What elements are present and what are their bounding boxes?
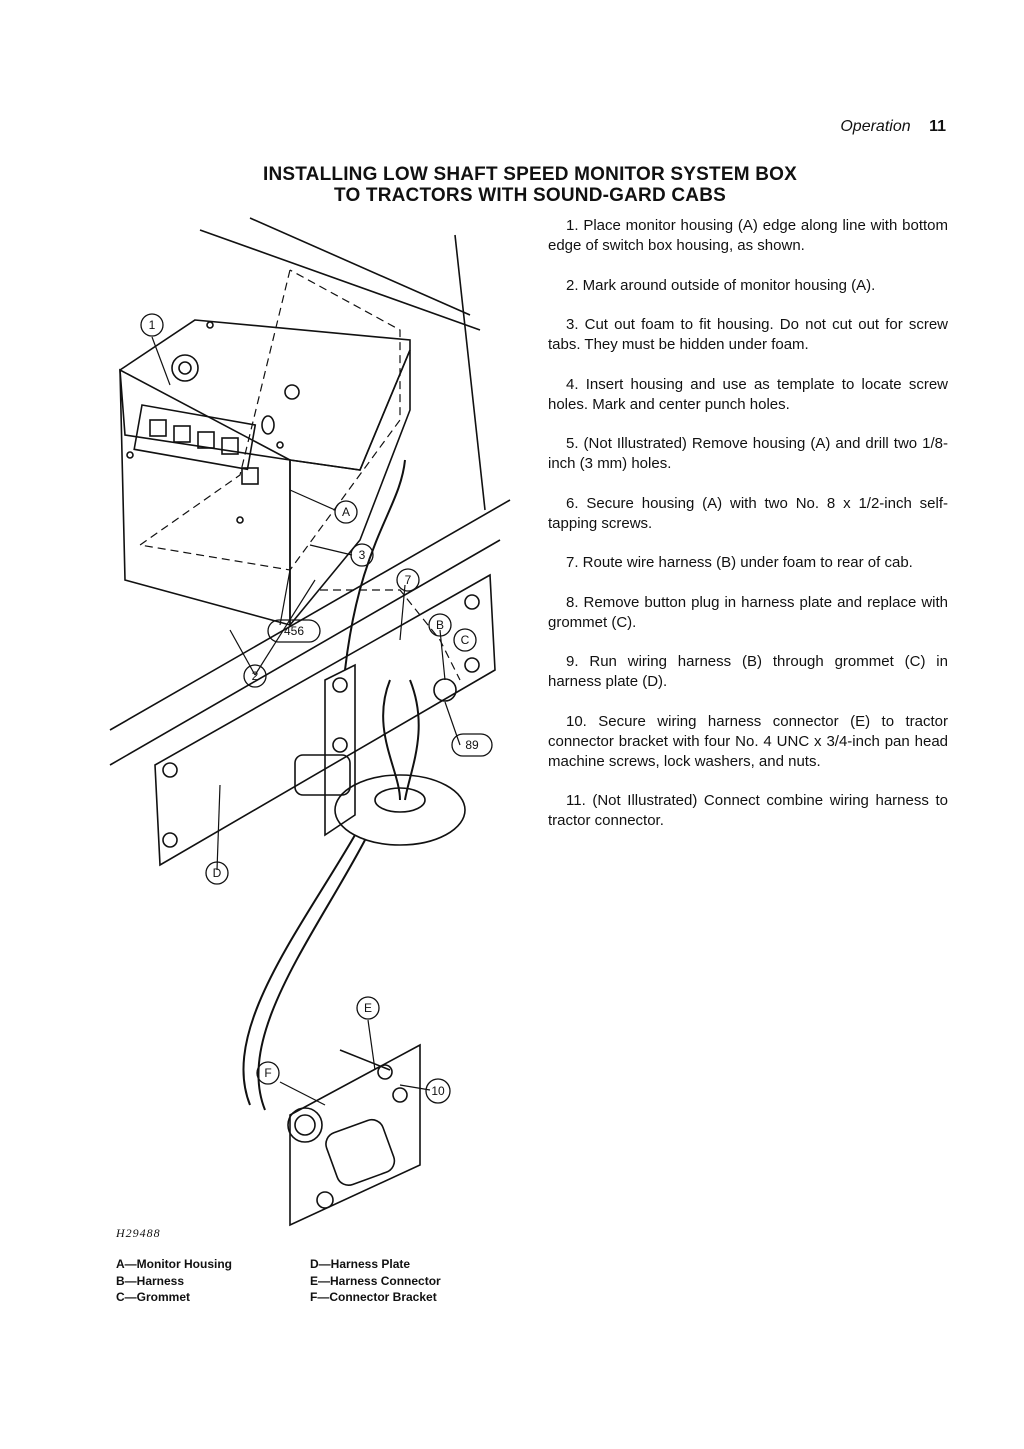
legend-item: F—Connector Bracket bbox=[310, 1290, 437, 1304]
legend-item: D—Harness Plate bbox=[310, 1257, 411, 1271]
legend-column-2: D—Harness Plate E—Harness Connector F—Co… bbox=[310, 1256, 441, 1306]
svg-text:2: 2 bbox=[252, 669, 259, 683]
leader-lines bbox=[151, 336, 461, 1106]
svg-text:D: D bbox=[213, 866, 222, 880]
svg-text:456: 456 bbox=[284, 624, 304, 638]
callout-A: A bbox=[334, 500, 358, 524]
wiring-harness bbox=[242, 459, 420, 1111]
callout-456: 456 bbox=[267, 619, 321, 643]
step-2: 2. Mark around outside of monitor housin… bbox=[566, 276, 876, 294]
callouts: 1 A 3 7 B C 456 2 bbox=[140, 313, 493, 1104]
svg-text:F: F bbox=[264, 1066, 271, 1080]
svg-text:B: B bbox=[436, 618, 444, 632]
title-line-2: TO TRACTORS WITH SOUND-GARD CABS bbox=[333, 185, 727, 206]
callout-E: E bbox=[356, 996, 380, 1020]
callout-89: 89 bbox=[451, 733, 493, 757]
svg-text:3: 3 bbox=[359, 548, 366, 562]
callout-10: 10 bbox=[425, 1078, 451, 1104]
step-9: 9. Run wiring harness (B) through gromme… bbox=[548, 653, 948, 690]
svg-text:10: 10 bbox=[431, 1084, 445, 1098]
instruction-steps: 1. Place monitor housing (A) edge along … bbox=[548, 216, 948, 851]
title-line-1: INSTALLING LOW SHAFT SPEED MONITOR SYSTE… bbox=[263, 164, 797, 185]
cab-frame bbox=[109, 217, 511, 766]
callout-B: B bbox=[428, 613, 452, 637]
legend-column-1: A—Monitor Housing B—Harness C—Grommet bbox=[116, 1256, 232, 1306]
step-6: 6. Secure housing (A) with two No. 8 x 1… bbox=[548, 494, 948, 532]
step-5: 5. (Not Illustrated) Remove housing (A) … bbox=[548, 435, 948, 472]
step-8: 8. Remove button plug in harness plate a… bbox=[548, 593, 948, 631]
step-10: 10. Secure wiring harness connector (E) … bbox=[548, 712, 948, 770]
page-header: Operation 11 bbox=[840, 118, 946, 136]
svg-text:7: 7 bbox=[405, 573, 412, 587]
monitor-housing bbox=[119, 319, 411, 628]
installation-diagram: 1 A 3 7 B C 456 2 bbox=[109, 217, 511, 1227]
legend-item: A—Monitor Housing bbox=[116, 1257, 232, 1271]
page-number: 11 bbox=[929, 118, 946, 135]
step-11: 11. (Not Illustrated) Connect combine wi… bbox=[548, 792, 948, 829]
figure-id: H29488 bbox=[116, 1226, 161, 1240]
callout-7: 7 bbox=[396, 568, 420, 592]
callout-1: 1 bbox=[140, 313, 164, 337]
step-1: 1. Place monitor housing (A) edge along … bbox=[548, 217, 948, 254]
svg-text:1: 1 bbox=[149, 318, 156, 332]
svg-text:A: A bbox=[342, 505, 350, 519]
legend-item: B—Harness bbox=[116, 1273, 185, 1288]
callout-C: C bbox=[453, 628, 477, 652]
step-4: 4. Insert housing and use as template to… bbox=[548, 375, 948, 413]
callout-2: 2 bbox=[243, 664, 267, 688]
svg-text:E: E bbox=[364, 1001, 372, 1015]
section-name: Operation bbox=[840, 118, 911, 135]
callout-F: F bbox=[256, 1061, 280, 1085]
callout-D: D bbox=[205, 861, 229, 885]
svg-text:C: C bbox=[461, 633, 470, 647]
page-title: INSTALLING LOW SHAFT SPEED MONITOR SYSTE… bbox=[200, 164, 860, 206]
lower-connector bbox=[287, 1043, 421, 1227]
step-3: 3. Cut out foam to fit housing. Do not c… bbox=[548, 316, 948, 353]
step-7: 7. Route wire harness (B) under foam to … bbox=[566, 554, 913, 571]
harness-plate bbox=[154, 573, 496, 867]
callout-3: 3 bbox=[350, 543, 374, 567]
svg-text:89: 89 bbox=[465, 738, 479, 752]
upper-bracket bbox=[294, 663, 466, 846]
legend-item: E—Harness Connector bbox=[310, 1273, 441, 1288]
legend-item: C—Grommet bbox=[116, 1290, 191, 1304]
